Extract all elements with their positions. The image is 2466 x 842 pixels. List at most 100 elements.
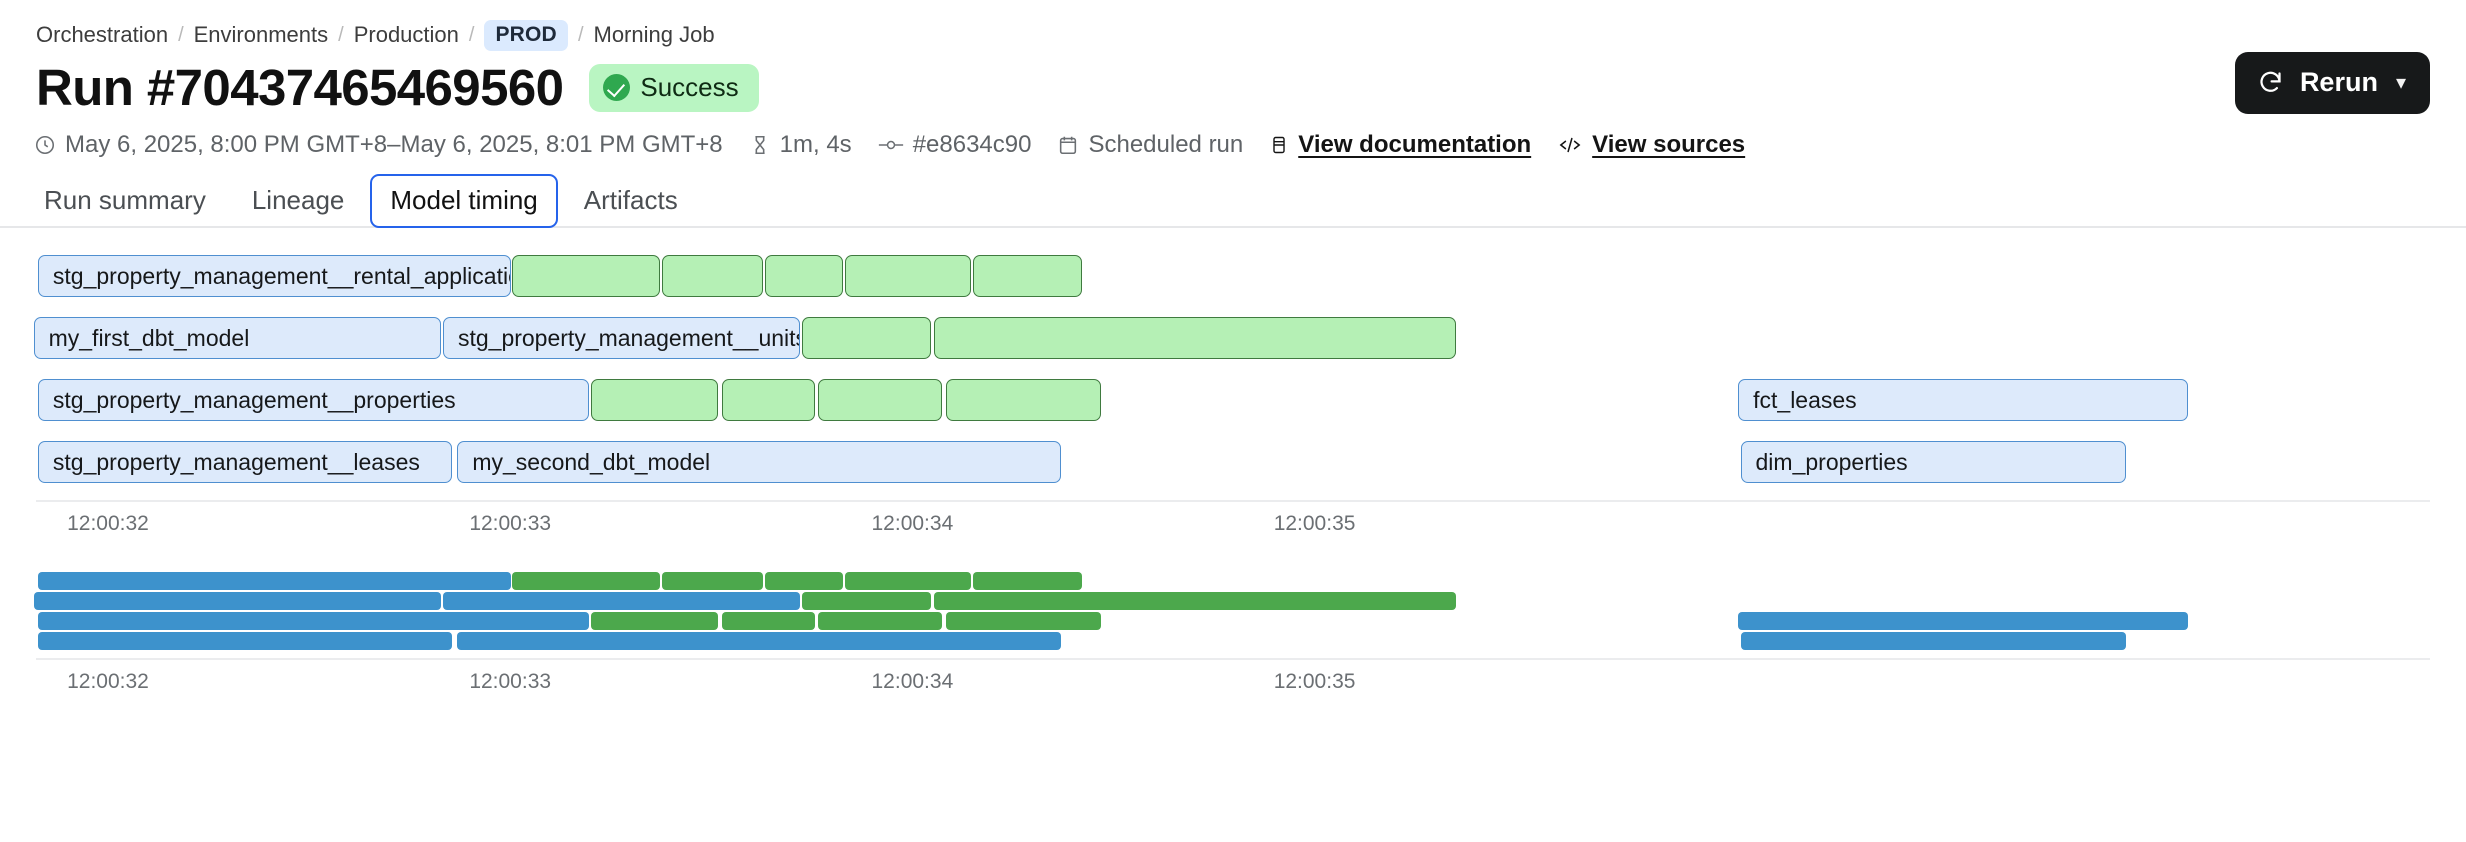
gantt-bar-test[interactable] [817,379,943,422]
minimap-bar[interactable] [662,572,763,591]
axis-tick-label: 12:00:35 [1273,512,1356,536]
tab-lineage[interactable]: Lineage [251,185,345,216]
meta-item-calendar: Scheduled run [1057,131,1243,159]
clock-icon [34,134,56,156]
breadcrumb-item-production[interactable]: Production [353,22,459,47]
breadcrumb-item-prod[interactable]: PROD [484,19,568,51]
gantt-bar-label: stg_property_management__units [457,324,800,351]
minimap-row [33,592,2430,612]
gantt-row: my_first_dbt_model stg_property_managemen… [33,308,2430,370]
minimap-row [36,572,2430,592]
minimap-bar[interactable] [1740,632,2126,651]
minimap-bar[interactable] [442,592,800,611]
minimap-bar[interactable] [457,632,1061,651]
model-timing-panel: stg_property_management__rental_applicat… [0,228,2466,700]
gantt-bar-label: stg_property_management__properties [52,386,456,413]
minimap-row [36,612,2430,632]
minimap-axis-tick-label: 12:00:35 [1273,670,1356,694]
breadcrumb-separator: / [468,23,475,46]
document-icon [1269,134,1289,156]
minimap-bar[interactable] [33,592,441,611]
check-circle-icon [603,74,631,102]
minimap-bar[interactable] [37,612,589,631]
minimap-bar[interactable] [37,572,511,591]
tab-artifacts[interactable]: Artifacts [583,185,678,216]
meta-item-commit: #e8634c90 [878,131,1032,159]
meta-item-label: #e8634c90 [912,131,1032,159]
gantt-bar-test[interactable] [764,255,843,298]
gantt-row: stg_property_management__leases my_second… [36,432,2430,494]
tab-model-timing[interactable]: Model timing [370,174,558,229]
gantt-bar-test[interactable] [662,255,763,298]
gantt-bar-test[interactable] [973,255,1083,298]
gantt-bar-my_first_dbt_model[interactable]: my_first_dbt_model [33,317,441,360]
minimap-bar[interactable] [591,612,719,631]
page-title: Run #70437465469560 [36,59,564,116]
gantt-bar-stg_property_management__properties[interactable]: stg_property_management__properties [37,379,589,422]
gantt-bar-fct_leases[interactable]: fct_leases [1738,379,2189,422]
gantt-bar-label: my_second_dbt_model [472,448,711,475]
minimap-bar[interactable] [845,572,971,591]
axis-tick-label: 12:00:33 [469,512,552,536]
meta-item-document[interactable]: View documentation [1269,131,1531,159]
minimap-bar[interactable] [721,612,816,631]
gantt-bar-test[interactable] [591,379,719,422]
breadcrumb-item-orchestration[interactable]: Orchestration [36,22,169,47]
code-icon [1557,134,1583,156]
minimap-row [36,632,2430,652]
tab-bar: Run summary Lineage Model timing Artifacts [0,160,2466,229]
hourglass-icon [749,134,771,156]
breadcrumb-item-morning-job: Morning Job [593,22,715,47]
meta-item-clock: May 6, 2025, 8:00 PM GMT+8–May 6, 2025, … [34,131,723,159]
refresh-icon [2257,69,2284,96]
meta-item-label: View sources [1592,131,1746,159]
gantt-bar-test[interactable] [721,379,816,422]
gantt-bar-label: stg_property_management__leases [52,448,420,475]
meta-item-label: Scheduled run [1088,131,1244,159]
meta-item-label: View documentation [1298,131,1532,159]
run-meta-row: May 6, 2025, 8:00 PM GMT+8–May 6, 2025, … [0,116,2466,160]
chevron-down-icon: ▾ [2395,72,2406,94]
gantt-bar-test[interactable] [802,317,932,360]
gantt-row: stg_property_management__rental_applicat… [36,246,2430,308]
breadcrumb-separator: / [577,23,584,46]
minimap-bar[interactable] [1738,612,2189,631]
minimap-bar[interactable] [802,592,932,611]
minimap-bar[interactable] [945,612,1102,631]
breadcrumb: Orchestration / Environments / Production / PR… [0,0,2466,51]
minimap-bar[interactable] [764,572,843,591]
meta-item-code[interactable]: View sources [1557,131,1745,159]
minimap-bar[interactable] [933,592,1456,611]
gantt-bar-test[interactable] [512,255,660,298]
gantt-row: stg_property_management__properties fct_l… [36,370,2430,432]
gantt-bar-test[interactable] [933,317,1456,360]
breadcrumb-separator: / [178,23,184,46]
gantt-bar-label: my_first_dbt_model [48,324,250,351]
minimap-bar[interactable] [37,632,453,651]
gantt-bar-stg_property_management__rental_applications[interactable]: stg_property_management__rental_applicat… [37,255,511,298]
gantt-bar-label: fct_leases [1753,386,1857,413]
gantt-bar-label: stg_property_management__rental_applicat… [52,262,511,289]
gantt-bar-dim_properties[interactable]: dim_properties [1740,441,2126,484]
breadcrumb-item-environments[interactable]: Environments [193,22,329,47]
title-row: Run #70437465469560 Success Rerun ▾ [0,46,2466,116]
gantt-bar-test[interactable] [845,255,971,298]
status-badge-label: Success [640,72,739,103]
gantt-bar-stg_property_management__leases[interactable]: stg_property_management__leases [37,441,453,484]
meta-item-hourglass: 1m, 4s [749,131,852,159]
rerun-button[interactable]: Rerun ▾ [2234,52,2430,114]
gantt-bar-test[interactable] [945,379,1102,422]
minimap-bar[interactable] [817,612,943,631]
minimap-bar[interactable] [973,572,1083,591]
status-badge: Success [589,64,759,113]
gantt-bar-stg_property_management__units[interactable]: stg_property_management__units [442,317,800,360]
tab-run-summary[interactable]: Run summary [44,185,206,216]
minimap-bar[interactable] [512,572,660,591]
gantt-bar-my_second_dbt_model[interactable]: my_second_dbt_model [457,441,1061,484]
commit-icon [878,134,904,156]
meta-item-label: 1m, 4s [779,131,852,159]
axis-tick-label: 12:00:32 [67,512,149,536]
